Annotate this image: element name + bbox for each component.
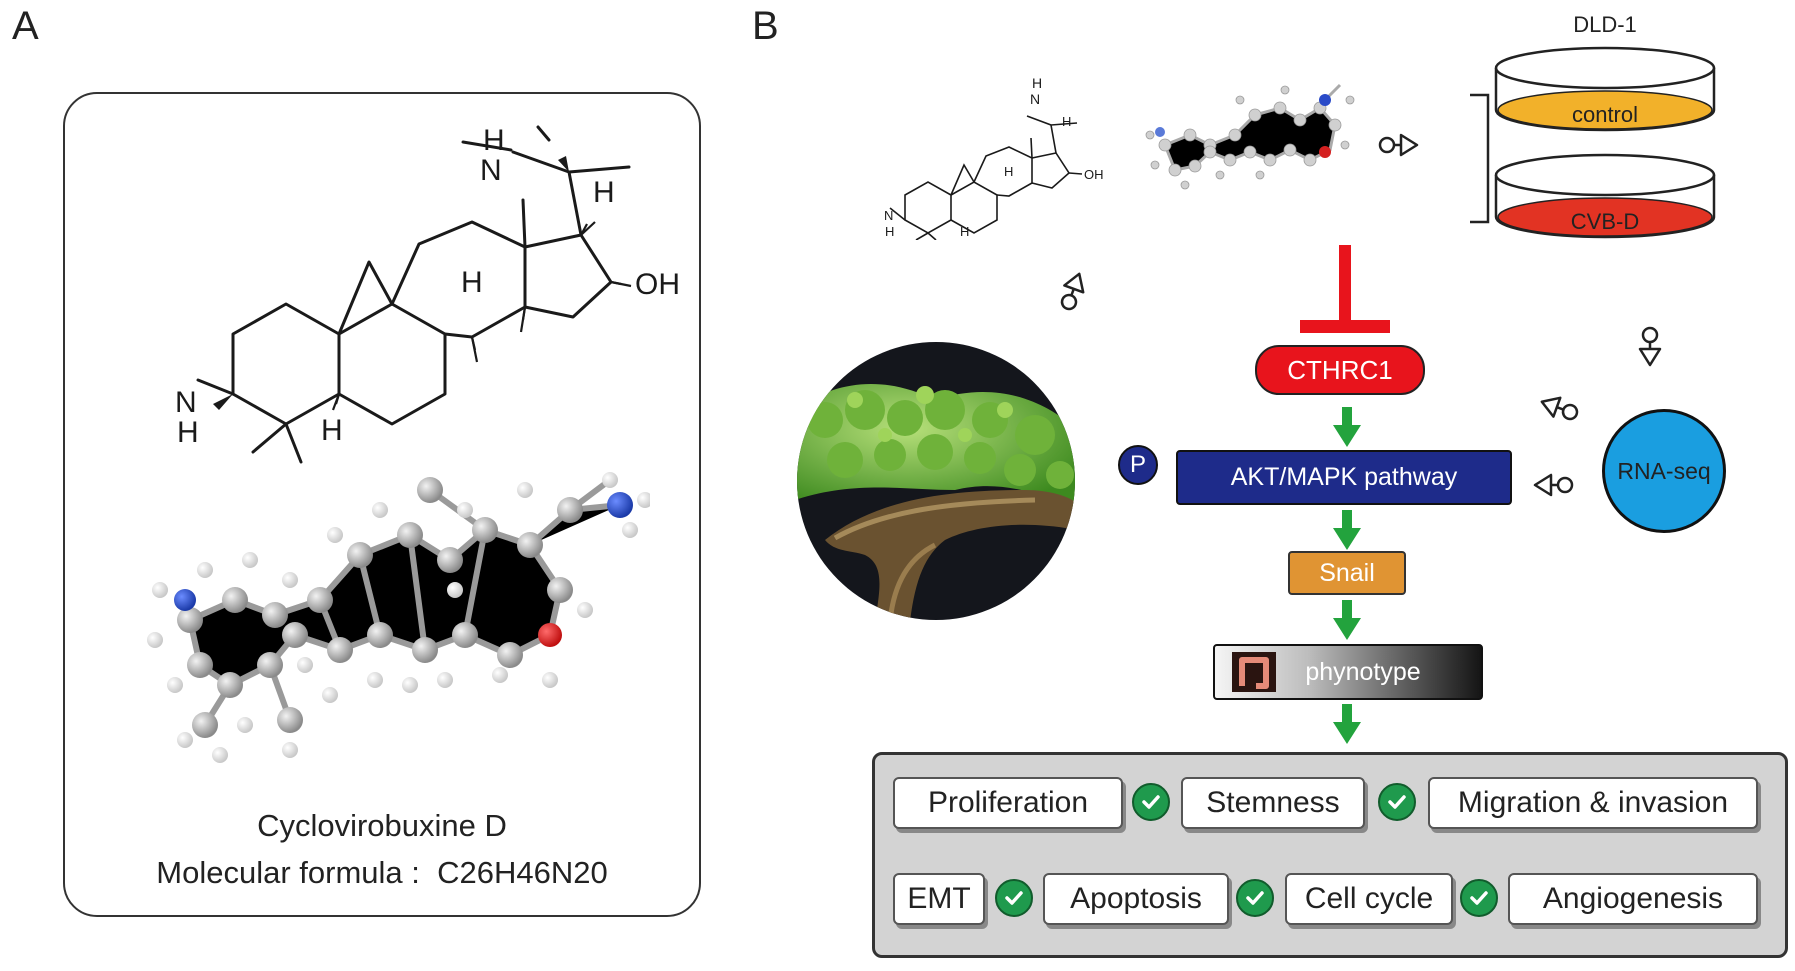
small-atom-h-c5: H (960, 224, 969, 239)
tile-angiogenesis: Angiogenesis (1508, 873, 1758, 925)
small-atom-h-left: H (885, 224, 894, 239)
small-skeletal-structure: H N H OH H N H H (884, 75, 1104, 240)
dish-label-control: control (1571, 102, 1639, 127)
molecular-formula: Molecular formula : C26H46N20 (156, 855, 608, 890)
small-ball-stick-model (1145, 83, 1355, 190)
small-atom-h-top: H (1032, 75, 1042, 91)
compound-box (63, 92, 701, 917)
ball-stick-model (147, 472, 650, 763)
atom-h-c17: H (593, 176, 615, 209)
check-icon (1378, 783, 1416, 821)
atom-h-c5: H (321, 414, 343, 447)
tile-stemness: Stemness (1181, 777, 1365, 829)
play-icon (1537, 391, 1580, 426)
activation-arrow (1333, 510, 1361, 550)
check-icon (1132, 783, 1170, 821)
atom-oh: OH (635, 268, 680, 301)
small-atom-h-mid: H (1004, 164, 1013, 179)
phenotype-label: phynotype (1305, 657, 1421, 686)
panel-b-label: B (752, 4, 779, 48)
check-icon (1460, 879, 1498, 917)
small-atom-oh: OH (1084, 167, 1104, 182)
inhibition-arrow (1300, 245, 1390, 333)
skeletal-structure: H N H OH H N H H (175, 124, 680, 464)
culture-dishes (1470, 46, 1716, 239)
dish-label-cvbd: CVB-D (1570, 209, 1640, 234)
check-icon (1236, 879, 1274, 917)
small-atom-h-side: H (1062, 114, 1071, 129)
tile-cell-cycle: Cell cycle (1285, 873, 1453, 925)
check-icon (995, 879, 1033, 917)
play-icon (1378, 133, 1419, 157)
cell-line-label: DLD-1 (1573, 12, 1637, 37)
play-icon (1533, 473, 1574, 497)
small-atom-n-top: N (1030, 91, 1040, 107)
phospho-badge: P (1118, 445, 1158, 485)
tile-apoptosis: Apoptosis (1043, 873, 1229, 925)
play-icon (1055, 269, 1090, 312)
atom-h-c8: H (461, 266, 483, 299)
tile-migration-invasion: Migration & invasion (1428, 777, 1758, 829)
culture-dish-0 (1494, 46, 1716, 132)
activation-arrow (1333, 600, 1361, 640)
activation-arrow (1333, 704, 1361, 744)
tile-emt: EMT (893, 873, 985, 925)
compound-name: Cyclovirobuxine D (257, 808, 507, 843)
snail-node: Snail (1288, 551, 1406, 595)
cthrc1-node: CTHRC1 (1255, 345, 1425, 395)
atom-h-ringa: H (177, 416, 199, 449)
atom-n-ringa: N (175, 386, 197, 419)
plant-photo (797, 342, 1075, 620)
atom-h-nh: H (483, 124, 505, 157)
play-icon (1638, 326, 1662, 367)
culture-dish-1 (1494, 153, 1716, 239)
panel-a-label: A (12, 4, 39, 48)
rna-seq-node: RNA-seq (1602, 409, 1726, 533)
atom-n-side: N (480, 154, 502, 187)
activation-arrow (1333, 407, 1361, 447)
tile-proliferation: Proliferation (893, 777, 1123, 829)
colon-icon (1232, 652, 1276, 692)
small-atom-n-left: N (884, 208, 893, 223)
akt-mapk-node: AKT/MAPK pathway (1176, 450, 1512, 505)
